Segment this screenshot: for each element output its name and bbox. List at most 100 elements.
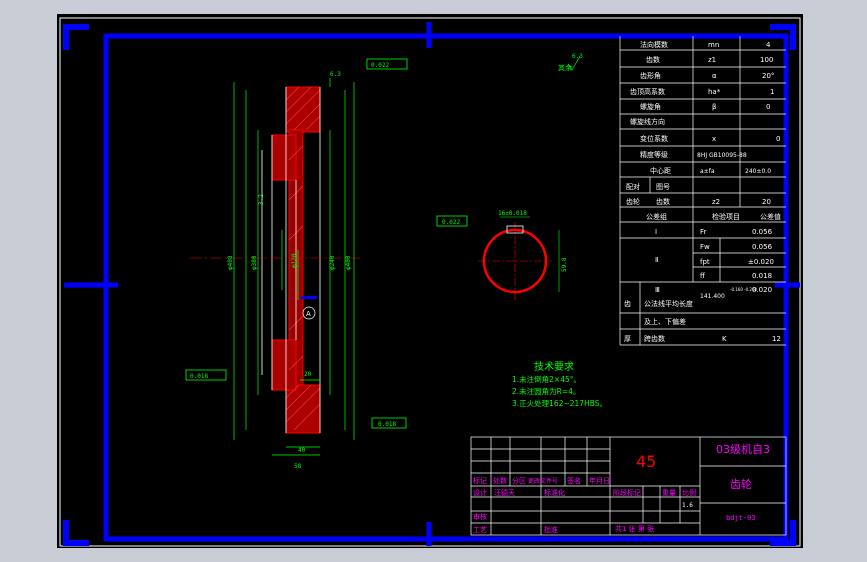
- dim-mid-dia: φ240: [329, 255, 336, 270]
- pair-gear-label: 齿轮: [626, 197, 640, 206]
- stage-h-0: 阶段标记: [613, 488, 641, 497]
- rev-h-3: 更改文件号: [528, 477, 558, 485]
- item-header: 检验项目: [712, 212, 740, 221]
- pair-label: 配对: [626, 182, 640, 191]
- group-2: Ⅱ: [655, 256, 658, 264]
- tol-sym-2: fpt: [700, 258, 710, 266]
- common-normal: 公法线平均长度: [644, 299, 693, 308]
- drawing-canvas: [57, 14, 803, 548]
- designer-label: 设计: [473, 488, 487, 497]
- std-label: 标准化: [544, 488, 565, 497]
- span-label: 跨齿数: [644, 334, 665, 343]
- param-name-4: 螺旋角: [640, 102, 661, 111]
- dim-root-dia: φ380: [251, 255, 258, 270]
- keyway-slot: [506, 225, 524, 234]
- hatching: [285, 86, 321, 431]
- gdt-frame-key: [436, 215, 468, 227]
- drawing-no: bdjt-03: [726, 514, 756, 522]
- tech-item-3: 3.正火处理162~217HBS。: [512, 398, 607, 408]
- gdt-mid-text: 0.018: [190, 373, 208, 380]
- keyway-depth: 59.8: [561, 257, 568, 272]
- group-1: Ⅰ: [655, 228, 657, 236]
- part-name: 齿轮: [730, 477, 752, 491]
- gdt-frames: 0.022 0.018 0.018 0.022: [185, 58, 468, 429]
- dimension-lines: [233, 78, 355, 456]
- tol-val-3: 0.018: [752, 272, 772, 280]
- datum-a-label: A: [306, 310, 311, 318]
- dim-hub-dia: φ120: [291, 253, 298, 268]
- param-val-6: 0: [776, 135, 780, 143]
- sheet-text: 共1 张 第 张: [615, 524, 654, 533]
- keyway-width: 16±0.018: [498, 210, 527, 217]
- rev-h-2: 分区: [512, 476, 526, 485]
- value-header: 公差值: [760, 212, 781, 221]
- tol-val-1: 0.056: [752, 243, 773, 251]
- param-name-3: 齿顶高系数: [630, 87, 665, 96]
- param-sym-1: z1: [708, 56, 716, 64]
- hub-lower: [271, 339, 297, 391]
- param-val-2: 20°: [762, 72, 774, 80]
- param-val-1: 100: [760, 56, 773, 64]
- dim-40: 40: [298, 447, 306, 454]
- section-outline: [261, 87, 321, 433]
- param-rows: 法向模数 mn 4 齿数 z1 100 齿形角 α 20° 齿顶高系数 ha* …: [624, 40, 781, 343]
- pair-teeth-label: 齿数: [656, 197, 670, 206]
- param-name-2: 齿形角: [640, 71, 661, 80]
- rev-h-5: 年月日: [589, 476, 610, 485]
- review-label: 审核: [473, 512, 487, 521]
- title-block: 45 03级机自3 齿轮 bdjt-03 1.6 标记 处数 分区 更改文件号 …: [470, 436, 787, 536]
- roughness-symbol: [567, 55, 581, 71]
- param-sym-4: β: [712, 103, 716, 111]
- tech-item-2: 2.未注圆角为R=4。: [512, 386, 580, 396]
- tech-item-1: 1.未注倒角2×45°。: [512, 374, 581, 384]
- param-val-4: 0: [766, 103, 770, 111]
- pair-val: 20: [762, 198, 771, 206]
- span-val: 12: [772, 335, 781, 343]
- param-grid: [619, 36, 786, 346]
- pair-sym: z2: [712, 198, 720, 206]
- dim-bore-dia: φ400: [345, 255, 352, 270]
- rev-h-4: 签名: [567, 476, 581, 485]
- param-sym-3: ha*: [708, 88, 721, 96]
- school: 03级机自3: [716, 442, 770, 456]
- gdt-top-text: 0.022: [371, 62, 389, 69]
- tech-heading: 技术要求: [534, 360, 574, 373]
- param-sym-8: a±fa: [700, 168, 715, 175]
- thick-label: 厚: [624, 335, 631, 343]
- datum-a-circle: [302, 306, 316, 320]
- group-3: Ⅲ: [655, 286, 660, 294]
- corner-markers: [63, 24, 796, 546]
- param-val-0: 4: [766, 41, 771, 49]
- dim-20: 20: [304, 371, 312, 378]
- tol-sym-0: Fr: [700, 228, 707, 236]
- pair-no-label: 图号: [656, 183, 670, 191]
- gdt-frame-bot: [371, 417, 407, 429]
- wk-tol: -0.160 -0.260: [730, 287, 758, 292]
- param-name-6: 变位系数: [640, 134, 668, 143]
- deviation: 及上、下偏差: [644, 317, 686, 326]
- rev-h-1: 处数: [493, 476, 507, 485]
- rough-top: 6.3: [330, 71, 341, 78]
- gdt-frame-top: [366, 58, 408, 70]
- param-name-5: 螺旋线方向: [630, 117, 665, 126]
- gdt-frame-mid: [185, 369, 227, 381]
- stage-h-2: 比例: [682, 488, 696, 497]
- param-name-8: 中心距: [650, 166, 671, 175]
- stage-h-1: 重量: [662, 489, 676, 497]
- centering-marks: [64, 22, 800, 546]
- tol-val-2: ±0.020: [748, 258, 774, 266]
- param-name-1: 齿数: [646, 55, 660, 64]
- material: 45: [636, 452, 656, 471]
- gdt-key-text: 0.022: [442, 219, 460, 226]
- dim-tip-dia: φ408: [227, 255, 234, 270]
- dim-58: 58: [294, 463, 302, 470]
- gear-label: 齿: [624, 300, 631, 308]
- param-val-7: 8HJ GB10095-88: [697, 152, 747, 159]
- process-label: 工艺: [473, 526, 487, 534]
- group-header: 公差组: [646, 212, 667, 221]
- param-val-8: 240±0.0: [745, 168, 771, 175]
- param-table: 法向模数 mn 4 齿数 z1 100 齿形角 α 20° 齿顶高系数 ha* …: [619, 36, 786, 346]
- rev-header-row: 标记 处数 分区 更改文件号 签名 年月日: [473, 476, 610, 485]
- roughness-note: 其余: [558, 63, 572, 72]
